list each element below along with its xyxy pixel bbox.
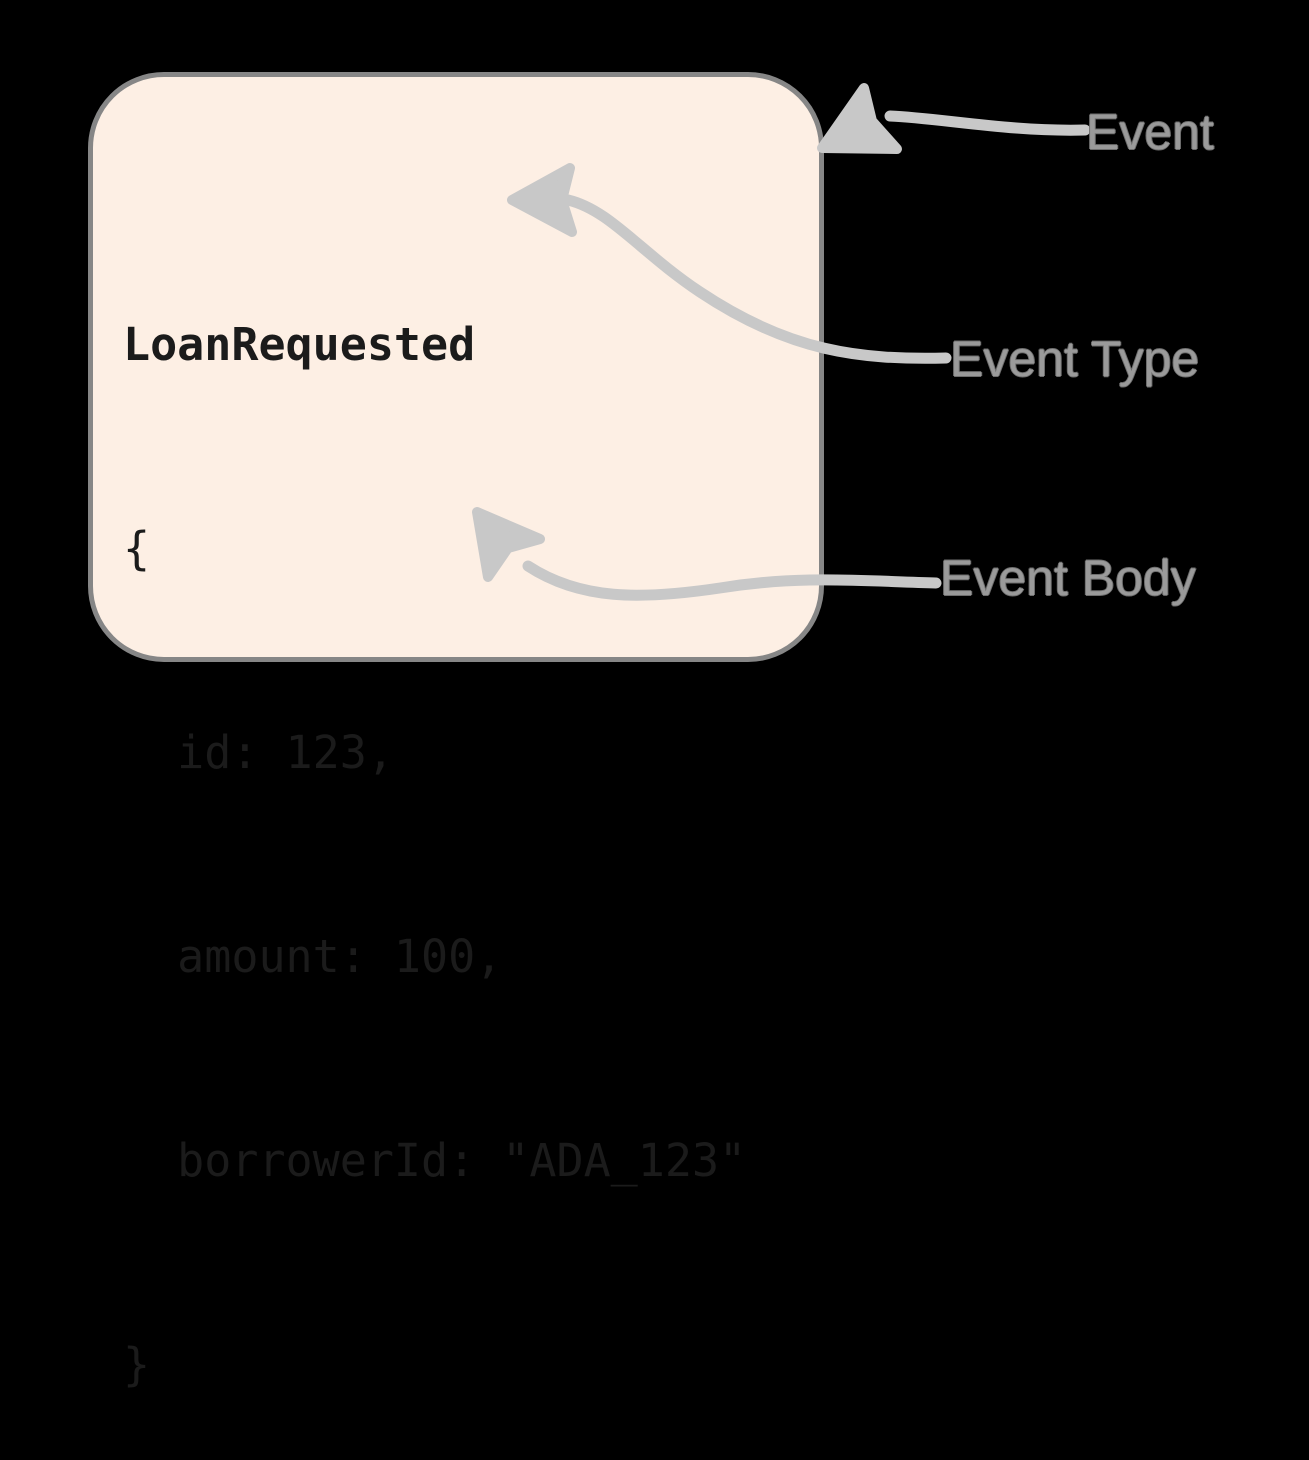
event-body-field-amount: amount: 100,: [123, 930, 503, 983]
event-card: LoanRequested { id: 123, amount: 100, bo…: [88, 72, 824, 1391]
event-body-open-brace: {: [123, 522, 151, 575]
event-body-field-borrowerid: borrowerId: "ADA_123": [123, 1134, 747, 1187]
callout-label-event-body: Event Body: [940, 550, 1196, 606]
event-body-field-id: id: 123,: [123, 726, 394, 779]
event-callout-arrow: [817, 83, 1091, 154]
diagram-canvas: LoanRequested { id: 123, amount: 100, bo…: [88, 72, 1214, 1391]
callout-label-event-type: Event Type: [950, 331, 1200, 387]
callout-label-event: Event: [1086, 104, 1214, 160]
event-card-text: LoanRequested { id: 123, amount: 100, bo…: [123, 175, 746, 1460]
event-body-close-brace: }: [123, 1338, 151, 1391]
event-type-text: LoanRequested: [123, 318, 476, 371]
